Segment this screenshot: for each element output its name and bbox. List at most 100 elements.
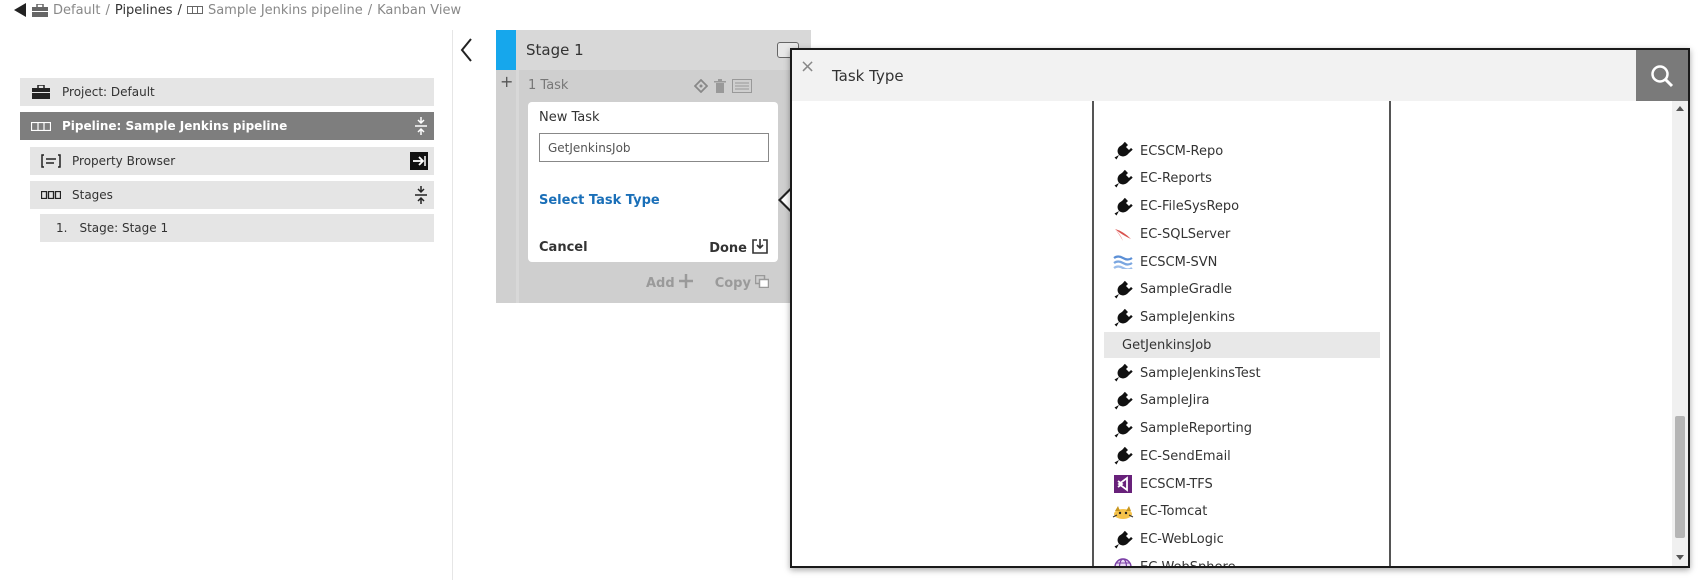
done-icon xyxy=(752,238,768,258)
task-type-label: EC-Tomcat xyxy=(1140,504,1208,520)
sqlserver-icon xyxy=(1112,224,1134,244)
task-type-item[interactable]: ECSCM-SVN xyxy=(1104,249,1380,275)
task-type-label: ECSCM-SVN xyxy=(1140,254,1218,270)
plug-icon xyxy=(1112,169,1134,189)
diamond-icon[interactable] xyxy=(693,78,709,97)
pipeline-icon xyxy=(186,6,203,14)
tree-item-property-browser[interactable]: Property Browser xyxy=(30,147,434,175)
done-label: Done xyxy=(709,240,747,256)
plug-icon xyxy=(1112,197,1134,217)
task-tools xyxy=(693,78,752,97)
plug-icon xyxy=(1112,446,1134,466)
plug-icon xyxy=(1112,308,1134,328)
new-task-card: New Task Select Task Type Cancel Done xyxy=(528,102,778,262)
task-type-item[interactable]: ECSCM-Repo xyxy=(1104,138,1380,164)
breadcrumb-view: Kanban View xyxy=(377,2,462,18)
plug-icon xyxy=(1112,363,1134,383)
collapse-icon[interactable] xyxy=(414,186,428,204)
task-type-item[interactable]: EC-WebSphere xyxy=(1104,554,1380,568)
trash-icon[interactable] xyxy=(714,78,726,97)
copy-task-button[interactable]: Copy xyxy=(715,274,770,292)
task-name-input[interactable] xyxy=(539,133,769,162)
close-icon[interactable]: × xyxy=(800,56,816,77)
task-type-label: ECSCM-Repo xyxy=(1140,143,1224,159)
tree-item-number: 1. xyxy=(56,221,68,235)
search-icon xyxy=(1651,64,1674,87)
tree-item-stages[interactable]: Stages xyxy=(30,181,434,209)
list-view-icon[interactable] xyxy=(732,78,752,97)
task-type-label: GetJenkinsJob xyxy=(1122,337,1212,353)
websphere-icon xyxy=(1112,557,1134,566)
back-arrow-icon[interactable] xyxy=(14,3,26,17)
tree-item-label: Pipeline: Sample Jenkins pipeline xyxy=(62,119,288,133)
open-panel-icon[interactable] xyxy=(410,152,428,170)
tomcat-icon xyxy=(1112,502,1134,522)
task-type-item[interactable]: EC-Reports xyxy=(1104,166,1380,192)
column-divider xyxy=(1389,101,1391,566)
task-type-item[interactable]: EC-SendEmail xyxy=(1104,443,1380,469)
add-task-button[interactable]: Add xyxy=(646,274,693,292)
task-type-label: EC-SendEmail xyxy=(1140,448,1231,464)
stage-title: Stage 1 xyxy=(526,41,584,59)
scrollbar-thumb[interactable] xyxy=(1675,416,1685,538)
tree-item-label: Property Browser xyxy=(72,154,176,168)
task-type-item[interactable]: SampleReporting xyxy=(1104,416,1380,442)
stages-icon xyxy=(40,191,62,199)
task-type-label: SampleJenkins xyxy=(1140,310,1235,325)
left-panel xyxy=(0,30,453,580)
task-type-label: EC-WebSphere xyxy=(1140,559,1236,568)
task-type-item[interactable]: GetJenkinsJob xyxy=(1104,332,1380,359)
tree-item-pipeline[interactable]: Pipeline: Sample Jenkins pipeline xyxy=(20,112,434,140)
task-type-label: EC-FileSysRepo xyxy=(1140,199,1240,214)
collapse-icon[interactable] xyxy=(414,117,428,135)
tree-item-label: Stages xyxy=(72,188,113,202)
task-type-item[interactable]: SampleJira xyxy=(1104,388,1380,414)
scroll-up-arrow[interactable] xyxy=(1676,106,1684,111)
task-type-label: SampleReporting xyxy=(1140,421,1252,436)
add-task-plus-button[interactable]: + xyxy=(500,72,514,91)
search-button[interactable] xyxy=(1636,50,1688,101)
task-type-item[interactable]: EC-SQLServer xyxy=(1104,221,1380,247)
scroll-down-arrow[interactable] xyxy=(1676,555,1684,560)
breadcrumb-pipeline[interactable]: Sample Jenkins pipeline xyxy=(207,2,363,18)
task-type-label: SampleGradle xyxy=(1140,282,1232,298)
task-type-label: ECSCM-TFS xyxy=(1140,476,1213,492)
task-type-label: SampleJira xyxy=(1140,393,1210,409)
tree-item-label: Project: Default xyxy=(62,85,155,99)
visualstudio-icon xyxy=(1112,474,1134,494)
pipeline-icon xyxy=(30,121,52,131)
tree-item-stage-1[interactable]: 1. Stage: Stage 1 xyxy=(40,214,434,242)
plug-icon xyxy=(1112,419,1134,439)
breadcrumb-pipelines[interactable]: Pipelines xyxy=(114,2,173,18)
task-type-item[interactable]: SampleJenkins xyxy=(1104,305,1380,331)
plug-icon xyxy=(1112,280,1134,300)
collapse-panel-icon[interactable] xyxy=(460,38,472,66)
stage-accent-bar xyxy=(496,30,516,70)
task-type-label: EC-SQLServer xyxy=(1140,226,1231,242)
breadcrumb: Default / Pipelines / Sample Jenkins pip… xyxy=(14,2,461,18)
task-type-item[interactable]: SampleGradle xyxy=(1104,277,1380,303)
plug-icon xyxy=(1112,530,1134,550)
task-type-item[interactable]: EC-WebLogic xyxy=(1104,527,1380,553)
cancel-button[interactable]: Cancel xyxy=(539,240,588,255)
task-type-label: EC-WebLogic xyxy=(1140,532,1224,547)
breadcrumb-project[interactable]: Default xyxy=(53,2,101,18)
tree-item-project[interactable]: Project: Default xyxy=(20,78,434,106)
stage-side-bar xyxy=(496,70,516,303)
new-task-label: New Task xyxy=(539,110,600,125)
briefcase-icon xyxy=(30,85,52,99)
task-count: 1 Task xyxy=(528,78,569,93)
select-task-type-link[interactable]: Select Task Type xyxy=(539,193,660,208)
briefcase-icon xyxy=(32,3,48,17)
stage-footer: Add Copy xyxy=(646,274,770,292)
task-type-item[interactable]: ECSCM-TFS xyxy=(1104,471,1380,497)
task-type-item[interactable]: EC-FileSysRepo xyxy=(1104,194,1380,220)
property-list-icon xyxy=(40,154,62,168)
task-type-item[interactable]: SampleJenkinsTest xyxy=(1104,360,1380,386)
done-button[interactable]: Done xyxy=(709,238,768,258)
plus-icon xyxy=(678,274,693,292)
task-type-item[interactable]: EC-Tomcat xyxy=(1104,499,1380,525)
stage-card: + Stage 1 1 Task New Task Select Task Ty… xyxy=(496,30,811,303)
task-type-label: SampleJenkinsTest xyxy=(1140,365,1261,381)
